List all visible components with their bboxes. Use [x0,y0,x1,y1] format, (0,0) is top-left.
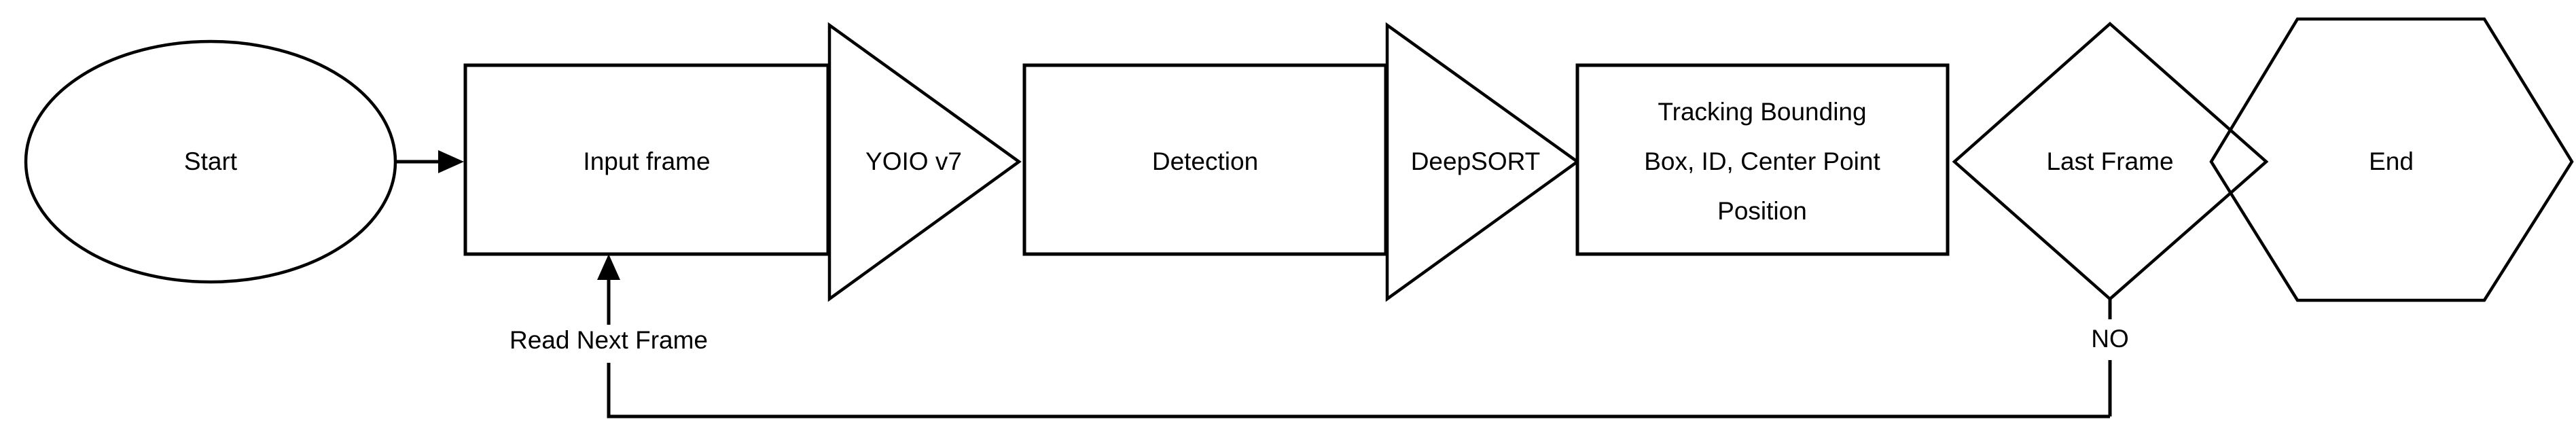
node-tracking[interactable]: Tracking Bounding Box, ID, Center Point … [1575,63,1950,256]
node-last-frame-label: Last Frame [2046,147,2173,175]
node-deepsort-label: DeepSORT [1411,147,1541,175]
node-start[interactable]: Start [24,39,397,284]
no-label-backdrop [2075,319,2147,360]
deepsort-triangle-shape [1385,22,1580,302]
node-start-label: Start [184,147,238,175]
node-end-label: End [2369,147,2414,175]
end-hexagon-shape [2209,17,2574,302]
node-detection[interactable]: Detection [1022,63,1388,256]
loop-back-arrowhead [597,254,620,280]
edge-no-branch: NO [2075,299,2147,416]
start-to-input-arrowhead [438,150,464,173]
node-deepsort[interactable]: DeepSORT [1385,22,1580,302]
tracking-rect-shape [1575,63,1950,256]
read-next-frame-label-backdrop [457,325,766,363]
node-end[interactable]: End [2209,17,2574,302]
edge-start-to-input [395,150,464,173]
node-yolo-label: YOIO v7 [865,147,962,175]
edge-loop-back-label: Read Next Frame [509,326,708,354]
yolo-triangle-shape [827,22,1022,302]
node-last-frame[interactable]: Last Frame [1952,21,2269,301]
node-tracking-label-line-3: Position [1717,197,1807,225]
edge-loop-back: Read Next Frame [457,254,2110,419]
node-yolo[interactable]: YOIO v7 [827,22,1022,302]
input-frame-rect-shape [463,63,830,256]
node-input-frame[interactable]: Input frame [463,63,830,256]
node-input-frame-label: Input frame [583,147,710,175]
edge-no-branch-label: NO [2091,325,2129,353]
node-tracking-label-line-2: Box, ID, Center Point [1644,147,1880,175]
node-detection-label: Detection [1152,147,1258,175]
node-tracking-label-line-1: Tracking Bounding [1658,98,1866,126]
loop-back-path [607,285,2110,419]
